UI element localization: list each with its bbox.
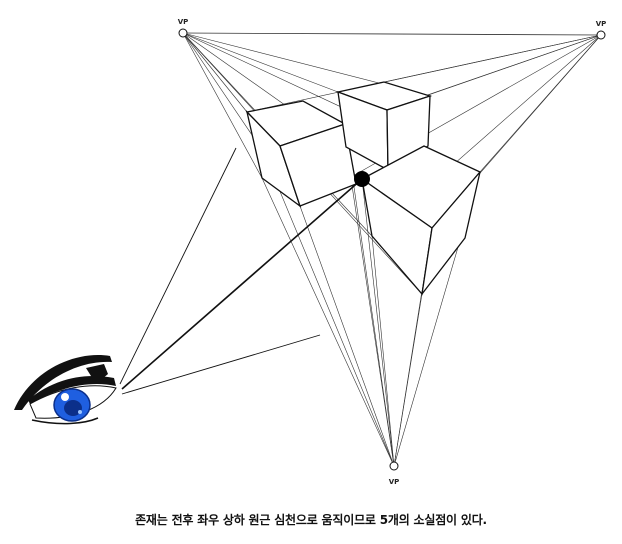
horizon-line	[182, 32, 602, 36]
box-left	[245, 100, 357, 208]
svg-text:VP: VP	[389, 478, 400, 486]
svg-text:VP: VP	[178, 18, 189, 26]
eye-illustration	[14, 355, 117, 425]
vanishing-point-bottom: VP	[389, 461, 400, 486]
vanishing-point-right: VP	[596, 20, 607, 40]
box-back	[335, 81, 433, 172]
focal-point	[354, 171, 370, 187]
diagram-caption: 존재는 전후 좌우 상하 원근 심천으로 움직이므로 5개의 소실점이 있다.	[135, 513, 487, 527]
svg-text:VP: VP	[596, 20, 607, 28]
box-front	[360, 145, 482, 296]
vanishing-point-left: VP	[178, 18, 189, 38]
sight-lines	[119, 147, 363, 395]
